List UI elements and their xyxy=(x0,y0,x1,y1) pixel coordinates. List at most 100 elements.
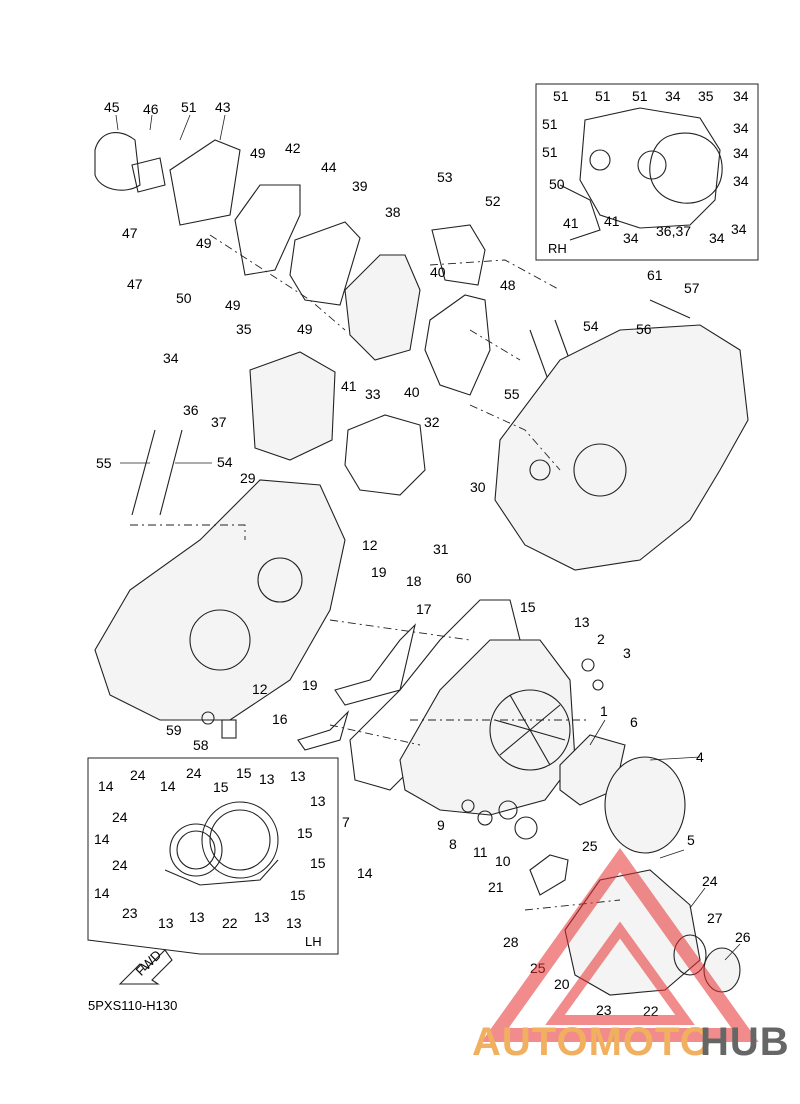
callout: 16 xyxy=(272,711,288,727)
part-55-rod xyxy=(131,429,156,516)
callout: 41 xyxy=(604,213,620,229)
lh-box-label: LH xyxy=(305,934,322,949)
part-59-washer xyxy=(201,711,215,725)
callout: 39 xyxy=(352,178,368,194)
watermark-triangle-outer xyxy=(481,847,759,1042)
callout: 40 xyxy=(404,384,420,400)
lh-gasket-drawing xyxy=(164,801,279,886)
callout: 29 xyxy=(240,470,256,486)
callout: 45 xyxy=(104,99,120,115)
callout: 8 xyxy=(449,836,457,852)
callout: 52 xyxy=(485,193,501,209)
callout: 35 xyxy=(236,321,252,337)
part-1-window xyxy=(489,689,571,771)
callout: 55 xyxy=(504,386,520,402)
lh-inset: LH xyxy=(87,757,339,955)
watermark-text-part1: AUTOMOTO xyxy=(472,1020,712,1064)
callout: 23 xyxy=(596,1002,612,1018)
callout: 43 xyxy=(215,99,231,115)
callout: 54 xyxy=(217,454,233,470)
rh-cover-drawing xyxy=(559,107,723,241)
fwd-arrow-icon xyxy=(118,949,173,985)
rh-inset: RH xyxy=(535,83,759,261)
callout: 38 xyxy=(385,204,401,220)
callout: 12 xyxy=(252,681,268,697)
part-39-gasket xyxy=(289,221,361,306)
callout: 47 xyxy=(127,276,143,292)
callout: 51 xyxy=(181,99,197,115)
diagram-code: 5PXS110-H130 xyxy=(88,998,177,1013)
callout: 2 xyxy=(597,631,605,647)
callout: 56 xyxy=(636,321,652,337)
callout: 3 xyxy=(623,645,631,661)
crankcase-left-bore xyxy=(189,609,251,671)
part-4-cover xyxy=(604,756,686,854)
callout: 13 xyxy=(310,793,326,809)
callout: 5 xyxy=(687,832,695,848)
callout: 4 xyxy=(696,749,704,765)
callout: 20 xyxy=(554,976,570,992)
part-42-cover xyxy=(234,184,301,276)
callout: 21 xyxy=(488,879,504,895)
part-45-cover xyxy=(94,132,141,191)
callout: 34 xyxy=(709,230,725,246)
callout: 13 xyxy=(286,915,302,931)
watermark xyxy=(481,847,759,1042)
callouts-rh: 51 51 51 34 35 34 51 34 51 34 50 34 41 4… xyxy=(542,88,749,246)
callout: 57 xyxy=(684,280,700,296)
callout: 37 xyxy=(211,414,227,430)
callout: 34 xyxy=(163,350,179,366)
callout: 35 xyxy=(698,88,714,104)
callout: 15 xyxy=(310,855,326,871)
callout: 27 xyxy=(707,910,723,926)
callout: 58 xyxy=(193,737,209,753)
callout: 17 xyxy=(416,601,432,617)
callout: 40 xyxy=(430,264,446,280)
part-16-bracket xyxy=(297,710,350,751)
watermark-text: AUTOMOTO HUB xyxy=(472,1020,789,1064)
callout: 59 xyxy=(166,722,182,738)
callout: 54 xyxy=(583,318,599,334)
part-57-stud xyxy=(649,299,691,319)
callout: 51 xyxy=(632,88,648,104)
part-58-plug xyxy=(221,719,237,739)
callout: 14 xyxy=(160,778,176,794)
callout: 9 xyxy=(437,817,445,833)
callout: 18 xyxy=(406,573,422,589)
callout: 49 xyxy=(297,321,313,337)
callout: 13 xyxy=(290,768,306,784)
callout: 51 xyxy=(595,88,611,104)
callout: 13 xyxy=(259,771,275,787)
callout: 19 xyxy=(302,677,318,693)
part-1-cover xyxy=(399,639,576,816)
callout: 14 xyxy=(94,831,110,847)
callout: 24 xyxy=(186,765,202,781)
callout: 14 xyxy=(98,778,114,794)
callout: 15 xyxy=(520,599,536,615)
part-43-housing xyxy=(169,139,241,226)
callout: 34 xyxy=(733,88,749,104)
callout: 31 xyxy=(433,541,449,557)
callout: 13 xyxy=(254,909,270,925)
callout: 34 xyxy=(733,173,749,189)
callout: 26 xyxy=(735,929,751,945)
callout: 33 xyxy=(365,386,381,402)
part-52-bracket xyxy=(431,224,486,286)
callout: 15 xyxy=(213,779,229,795)
part-29-cover xyxy=(249,351,336,461)
callout: 13 xyxy=(158,915,174,931)
callout: 24 xyxy=(702,873,718,889)
callout: 10 xyxy=(495,853,511,869)
callout: 44 xyxy=(321,159,337,175)
callout: 32 xyxy=(424,414,440,430)
callout: 28 xyxy=(503,934,519,950)
callout: 14 xyxy=(357,865,373,881)
callout: 22 xyxy=(222,915,238,931)
callout: 24 xyxy=(112,809,128,825)
callout: 1 xyxy=(600,703,608,719)
callout: 15 xyxy=(290,887,306,903)
crankcase-right xyxy=(494,324,749,571)
leader-lines xyxy=(115,114,741,961)
callout: 51 xyxy=(542,144,558,160)
part-10-plug xyxy=(514,816,538,840)
